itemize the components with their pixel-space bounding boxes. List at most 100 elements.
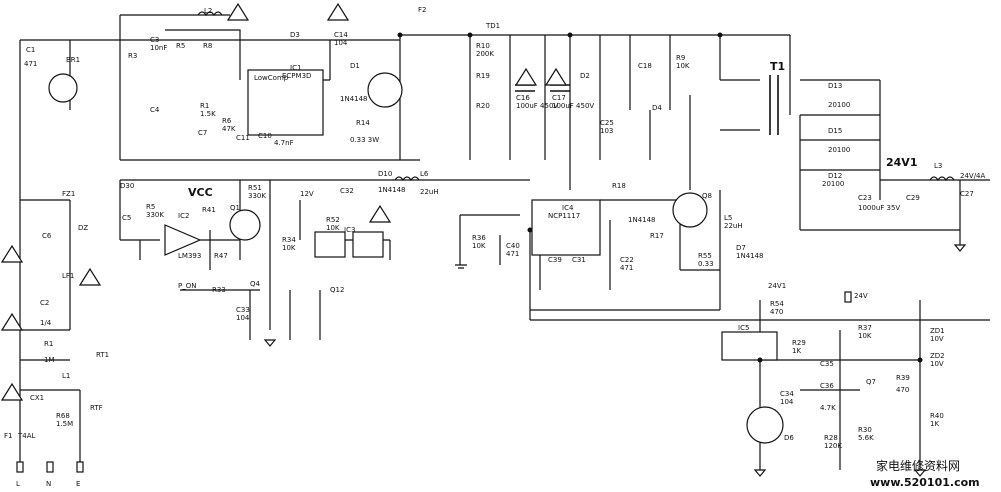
label-e: E [76,480,80,488]
label-d7: D7 [736,244,746,252]
label-r30-value: 5.6K [858,434,874,442]
label-d10: D10 [378,170,392,178]
label-r30: R30 [858,426,872,434]
label-r28-value: 120K [824,442,842,450]
label-lowcomp: LowComp [254,74,289,82]
label-td1: TD1 [485,22,500,30]
label-c36-value: 4.7K [820,404,836,412]
label-r28: R28 [824,434,838,442]
label-r20: R20 [476,102,490,110]
label-d15-value: 20100 [828,146,850,154]
label-ic2: IC2 [178,212,189,220]
label-ic4: IC4 [562,204,574,212]
label-c25: C25 [600,119,614,127]
label-c22-value: 471 [620,264,633,272]
label-f1-value: T4AL [17,432,36,440]
label-c3: C3 [150,36,159,44]
label-t1: T1 [770,60,785,73]
label-r6-value: 47K [222,125,236,133]
junction-dot [567,32,573,38]
label-r47: R47 [214,252,228,260]
label-d12: D12 [828,172,842,180]
br1-bridge [48,73,78,103]
watermark-url: www.520101.com [870,476,980,489]
label-c40: C40 [506,242,520,250]
labels: C1 471 BR1 L2 R3 C3 10nF R5 R8 C4 R1 1.5… [4,6,986,488]
label-12v: 12V [300,190,314,198]
label-f1: F1 [4,432,12,440]
label-lf1: LF1 [62,272,74,280]
ic4-chip [531,199,601,256]
label-c34-value: 104 [780,398,794,406]
label-c14: C14 [334,31,348,39]
ic3-optocoupler [314,231,346,258]
label-rt1: RT1 [96,351,109,359]
label-r34-value: 10K [282,244,296,252]
ic5-optocoupler [721,331,778,361]
label-f2: F2 [418,6,426,14]
label-c33-value: 104 [236,314,250,322]
warning-icon [0,312,24,331]
label-r18: R18 [612,182,626,190]
label-c32: C32 [340,187,354,195]
label-d30: D30 [120,182,134,190]
label-d2: D2 [580,72,590,80]
label-c29: C29 [906,194,920,202]
label-c23: C23 [858,194,872,202]
label-r37: R37 [858,324,872,332]
label-r37-value: 10K [858,332,872,340]
label-zd1-value: 10V [930,335,944,343]
label-p-on: P_ON [178,282,196,290]
label-r29: R29 [792,339,806,347]
label-l5-value: 22uH [724,222,743,230]
label-r68-value: 1.5M [56,420,73,428]
label-r39: R39 [896,374,910,382]
label-d8-value: 1N4148 [628,216,656,224]
label-c10: C10 [258,132,272,140]
label-r68: R68 [56,412,70,420]
d6-regulator [746,406,784,444]
label-ic3: IC3 [344,226,355,234]
label-r1b-value: 1M [44,356,55,364]
label-output: 24V/4A [960,172,986,180]
label-c17-value: 100uF 450V [552,102,594,110]
label-r34: R34 [282,236,296,244]
junction-dot [717,32,723,38]
label-r9: R9 [676,54,685,62]
label-r5b-value: 330K [146,211,164,219]
label-zd2: ZD2 [930,352,945,360]
warning-icon [0,382,24,401]
label-c31: C31 [572,256,586,264]
ground-icon [953,244,967,252]
label-c11: C11 [236,134,250,142]
label-r51: R51 [248,184,262,192]
label-c1: C1 [26,46,35,54]
label-n: N [46,480,51,488]
label-c2-value: 1/4 [40,319,52,327]
label-c35: C35 [820,360,834,368]
warning-icon [514,67,538,86]
warning-icon [78,267,102,286]
junction-dot [467,32,473,38]
label-d12-value: 20100 [822,180,844,188]
label-c22: C22 [620,256,634,264]
label-c25-value: 103 [600,127,613,135]
label-r55-value: 0.33 [698,260,714,268]
warning-icon [0,244,24,263]
label-c18: C18 [638,62,652,70]
label-r52: R52 [326,216,340,224]
label-d1-value: 1N4148 [340,95,368,103]
label-c36: C36 [820,382,834,390]
label-zd2-value: 10V [930,360,944,368]
junction-dot [917,357,923,363]
label-q7: Q7 [866,378,876,386]
label-r54: R54 [770,300,784,308]
label-r40: R40 [930,412,944,420]
label-r40-value: 1K [930,420,939,428]
label-r10-value: 200K [476,50,494,58]
label-r39-value: 470 [896,386,909,394]
label-ic5: IC5 [738,324,749,332]
ground-icon [913,469,927,477]
label-d13-value: 20100 [828,101,850,109]
